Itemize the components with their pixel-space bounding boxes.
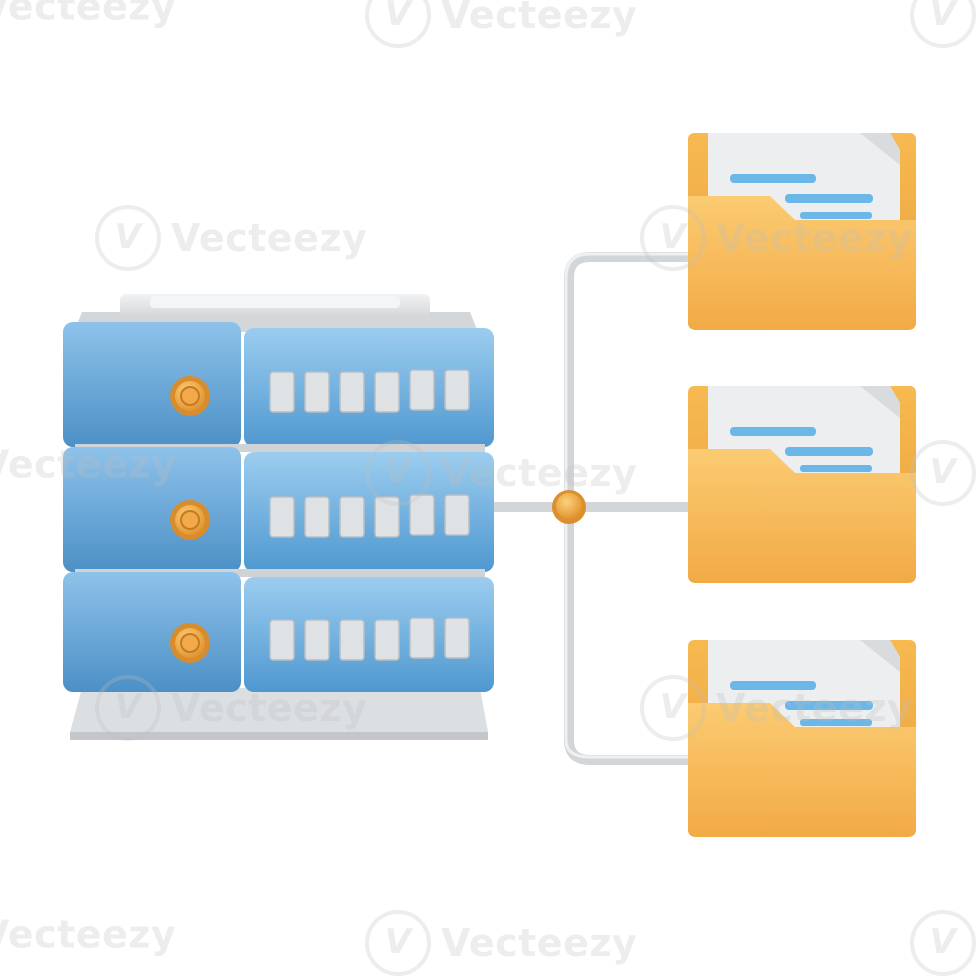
drive-slots <box>269 369 470 661</box>
folder-icon <box>688 386 916 583</box>
server-rack-icon <box>63 322 494 692</box>
server-base <box>70 688 488 740</box>
folder-icon <box>688 640 916 837</box>
power-button-icon <box>170 376 210 416</box>
connector-lines-highlight <box>564 252 692 759</box>
server-unit-1 <box>63 322 494 452</box>
power-button-icon <box>170 623 210 663</box>
connector-hub-icon <box>552 490 586 524</box>
power-button-icon <box>170 500 210 540</box>
server-unit-2 <box>63 447 494 577</box>
folder-icon <box>688 133 916 330</box>
connector-bottom <box>564 502 695 765</box>
connector-lines <box>487 252 695 765</box>
connector-top <box>564 252 695 512</box>
server-unit-3 <box>63 572 494 692</box>
